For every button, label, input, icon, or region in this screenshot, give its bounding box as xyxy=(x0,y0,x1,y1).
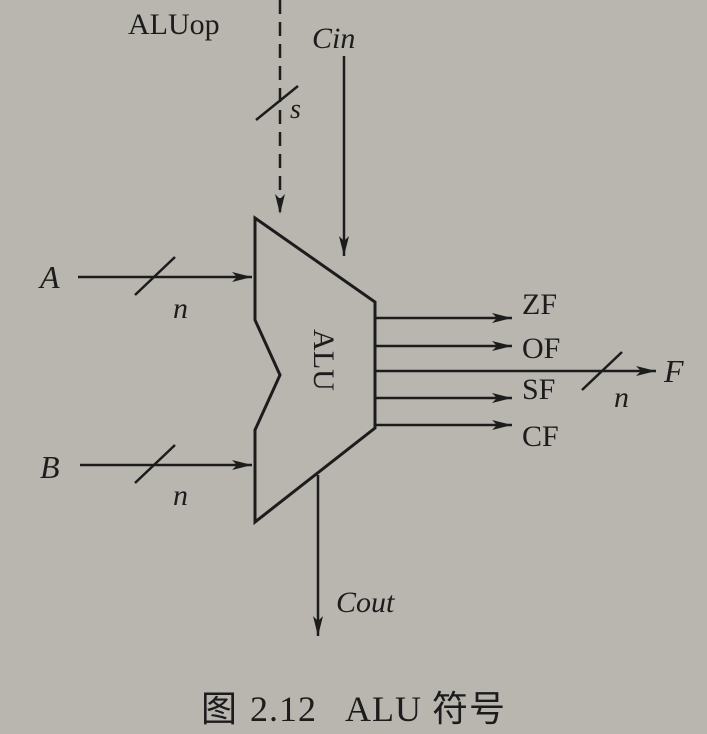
input-b-width-label: n xyxy=(173,479,188,512)
cout-label: Cout xyxy=(336,586,395,619)
aluop-width-slash xyxy=(255,85,299,121)
aluop-label: ALUop xyxy=(128,8,220,41)
flag-label-zf: ZF xyxy=(522,288,557,321)
caption-title: ALU 符号 xyxy=(345,689,506,729)
flag-label-cf: CF xyxy=(522,420,559,453)
caption-number: 2.12 xyxy=(250,689,317,729)
input-a-label: A xyxy=(38,259,60,295)
input-b-label: B xyxy=(40,449,60,485)
flag-label-sf: SF xyxy=(522,373,555,406)
flag-label-of: OF xyxy=(522,332,560,365)
input-a-width-label: n xyxy=(173,292,188,325)
caption-prefix: 图 xyxy=(200,689,238,729)
alu-body xyxy=(253,215,377,526)
result-f-label: F xyxy=(663,353,684,389)
figure-caption: 图 2.12 ALU 符号 xyxy=(0,680,707,732)
input-b-width-slash xyxy=(134,444,176,484)
result-f-width-label: n xyxy=(614,381,629,414)
result-f-width-slash xyxy=(581,351,623,391)
aluop-width-label: s xyxy=(290,94,301,125)
cin-label: Cin xyxy=(312,22,355,55)
alu-label: ALU xyxy=(307,329,340,391)
input-a-width-slash xyxy=(134,256,176,296)
